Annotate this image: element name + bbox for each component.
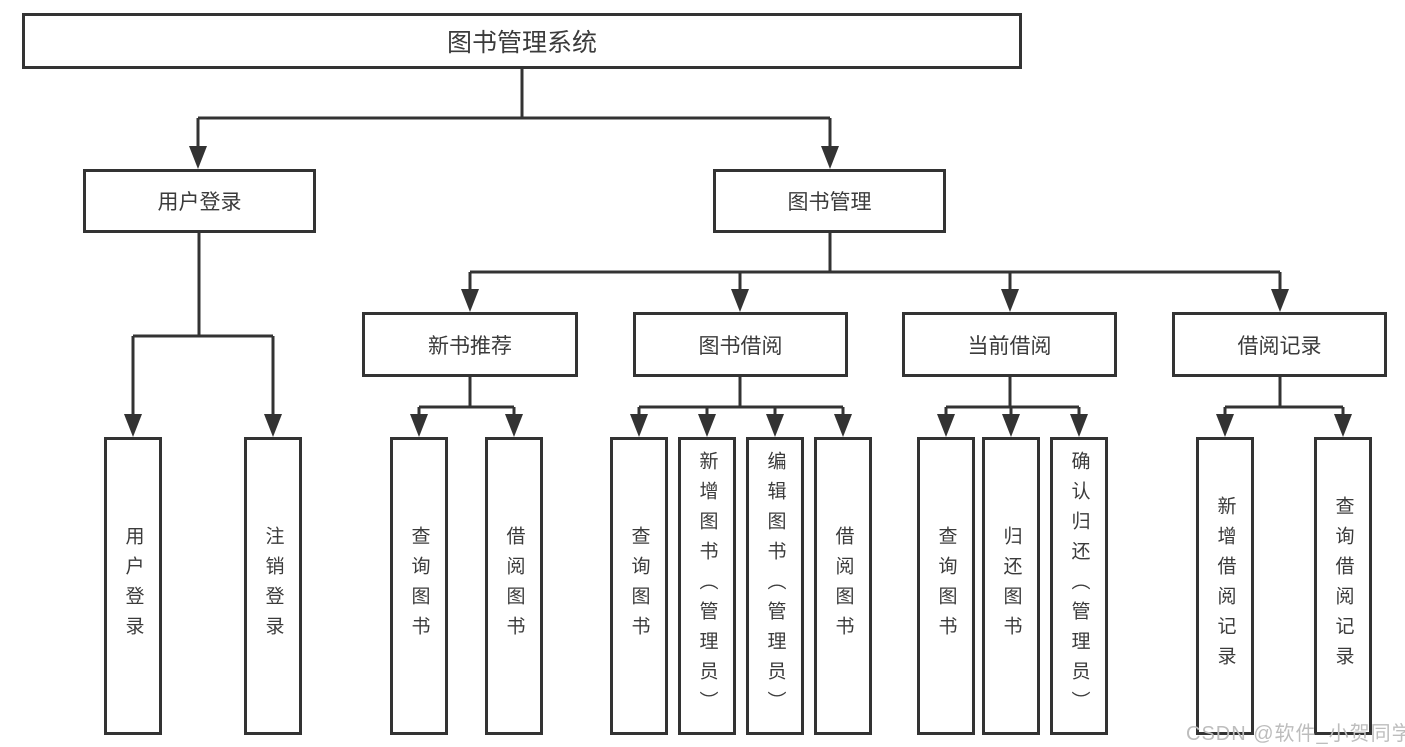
arrowheads bbox=[124, 146, 1352, 437]
leaf-label: 查询图书 bbox=[408, 526, 430, 646]
leaf-borrow-book: 借阅图书 bbox=[814, 437, 872, 735]
leaf-label: 注销登录 bbox=[262, 526, 284, 646]
leaf-label: 新增借阅记录 bbox=[1214, 496, 1236, 676]
leaf-query-borrow-record: 查询借阅记录 bbox=[1314, 437, 1372, 735]
leaf-add-book-admin: 新增图书（管理员） bbox=[678, 437, 736, 735]
leaf-label: 查询图书 bbox=[935, 526, 957, 646]
node-borrow-record: 借阅记录 bbox=[1172, 312, 1387, 377]
leaf-confirm-return-admin: 确认归还（管理员） bbox=[1050, 437, 1108, 735]
leaf-borrow-book: 借阅图书 bbox=[485, 437, 543, 735]
leaf-add-borrow-record: 新增借阅记录 bbox=[1196, 437, 1254, 735]
csdn-watermark: CSDN @软件_小贺同学 bbox=[1186, 723, 1405, 745]
leaf-query-book: 查询图书 bbox=[610, 437, 668, 735]
node-book-management: 图书管理 bbox=[713, 169, 946, 233]
node-root-system: 图书管理系统 bbox=[22, 13, 1022, 69]
leaf-logout: 注销登录 bbox=[244, 437, 302, 735]
leaf-edit-book-admin: 编辑图书（管理员） bbox=[746, 437, 804, 735]
leaf-user-login: 用户登录 bbox=[104, 437, 162, 735]
leaf-query-book: 查询图书 bbox=[917, 437, 975, 735]
leaf-label: 借阅图书 bbox=[832, 526, 854, 646]
node-book-borrow: 图书借阅 bbox=[633, 312, 848, 377]
leaf-label: 查询图书 bbox=[628, 526, 650, 646]
node-new-book-recommend: 新书推荐 bbox=[362, 312, 578, 377]
leaf-label: 新增图书（管理员） bbox=[696, 451, 718, 721]
leaf-label: 用户登录 bbox=[122, 526, 144, 646]
leaf-label: 编辑图书（管理员） bbox=[764, 451, 786, 721]
leaf-label: 归还图书 bbox=[1000, 526, 1022, 646]
leaf-return-book: 归还图书 bbox=[982, 437, 1040, 735]
leaf-label: 确认归还（管理员） bbox=[1068, 451, 1090, 721]
leaf-label: 查询借阅记录 bbox=[1332, 496, 1354, 676]
node-user-login: 用户登录 bbox=[83, 169, 316, 233]
leaf-label: 借阅图书 bbox=[503, 526, 525, 646]
leaf-query-book: 查询图书 bbox=[390, 437, 448, 735]
node-current-borrow: 当前借阅 bbox=[902, 312, 1117, 377]
